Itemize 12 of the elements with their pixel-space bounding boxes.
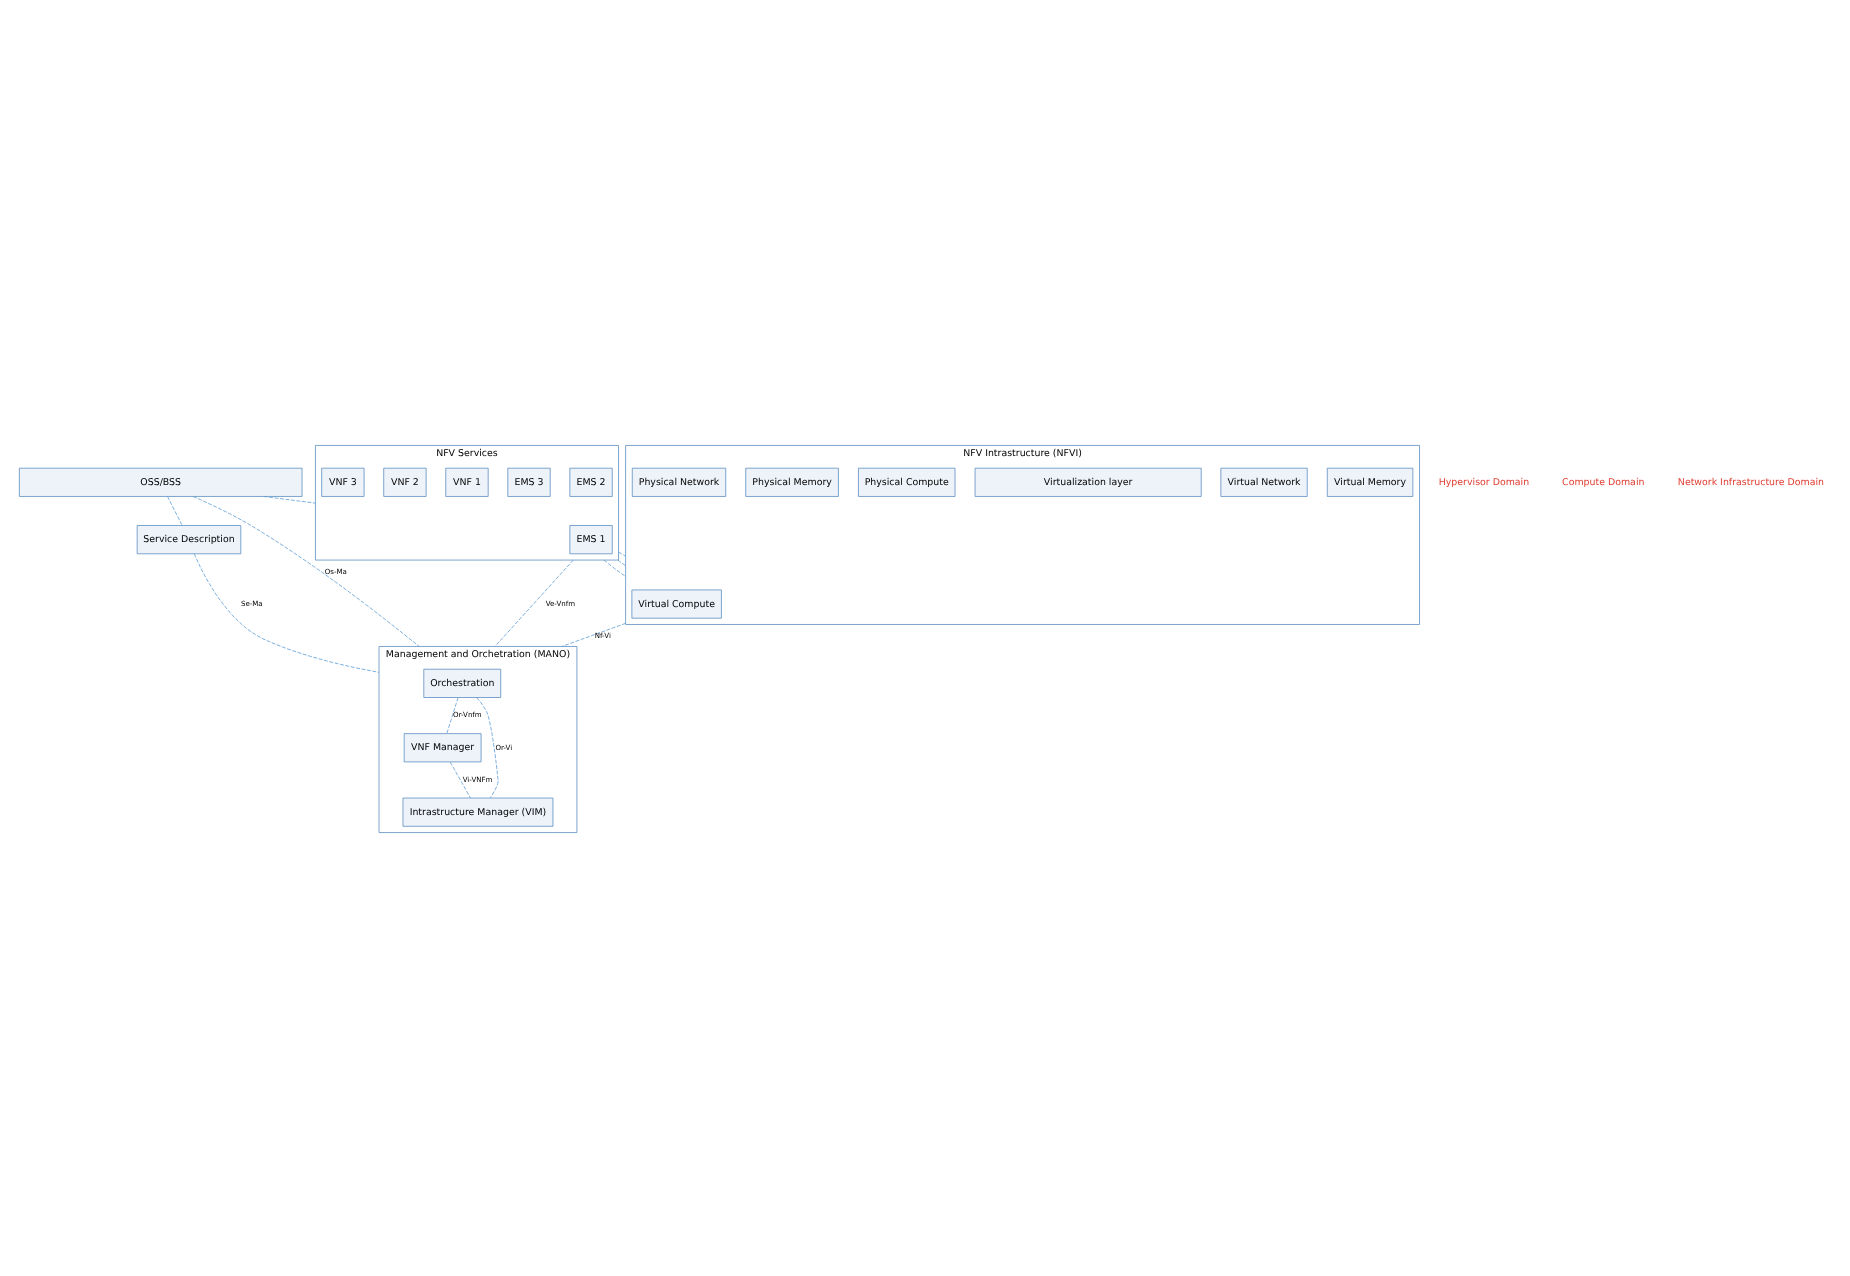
connector: [192, 495, 420, 646]
connector: [446, 696, 459, 733]
connector: [167, 495, 183, 525]
connector: [193, 552, 380, 672]
connector: [449, 760, 471, 798]
connector: [603, 558, 626, 576]
connector: [476, 696, 499, 798]
connector: [263, 495, 316, 503]
connector: [494, 558, 574, 646]
connector: [618, 550, 626, 556]
connector: [561, 621, 626, 646]
connector: [617, 558, 626, 566]
